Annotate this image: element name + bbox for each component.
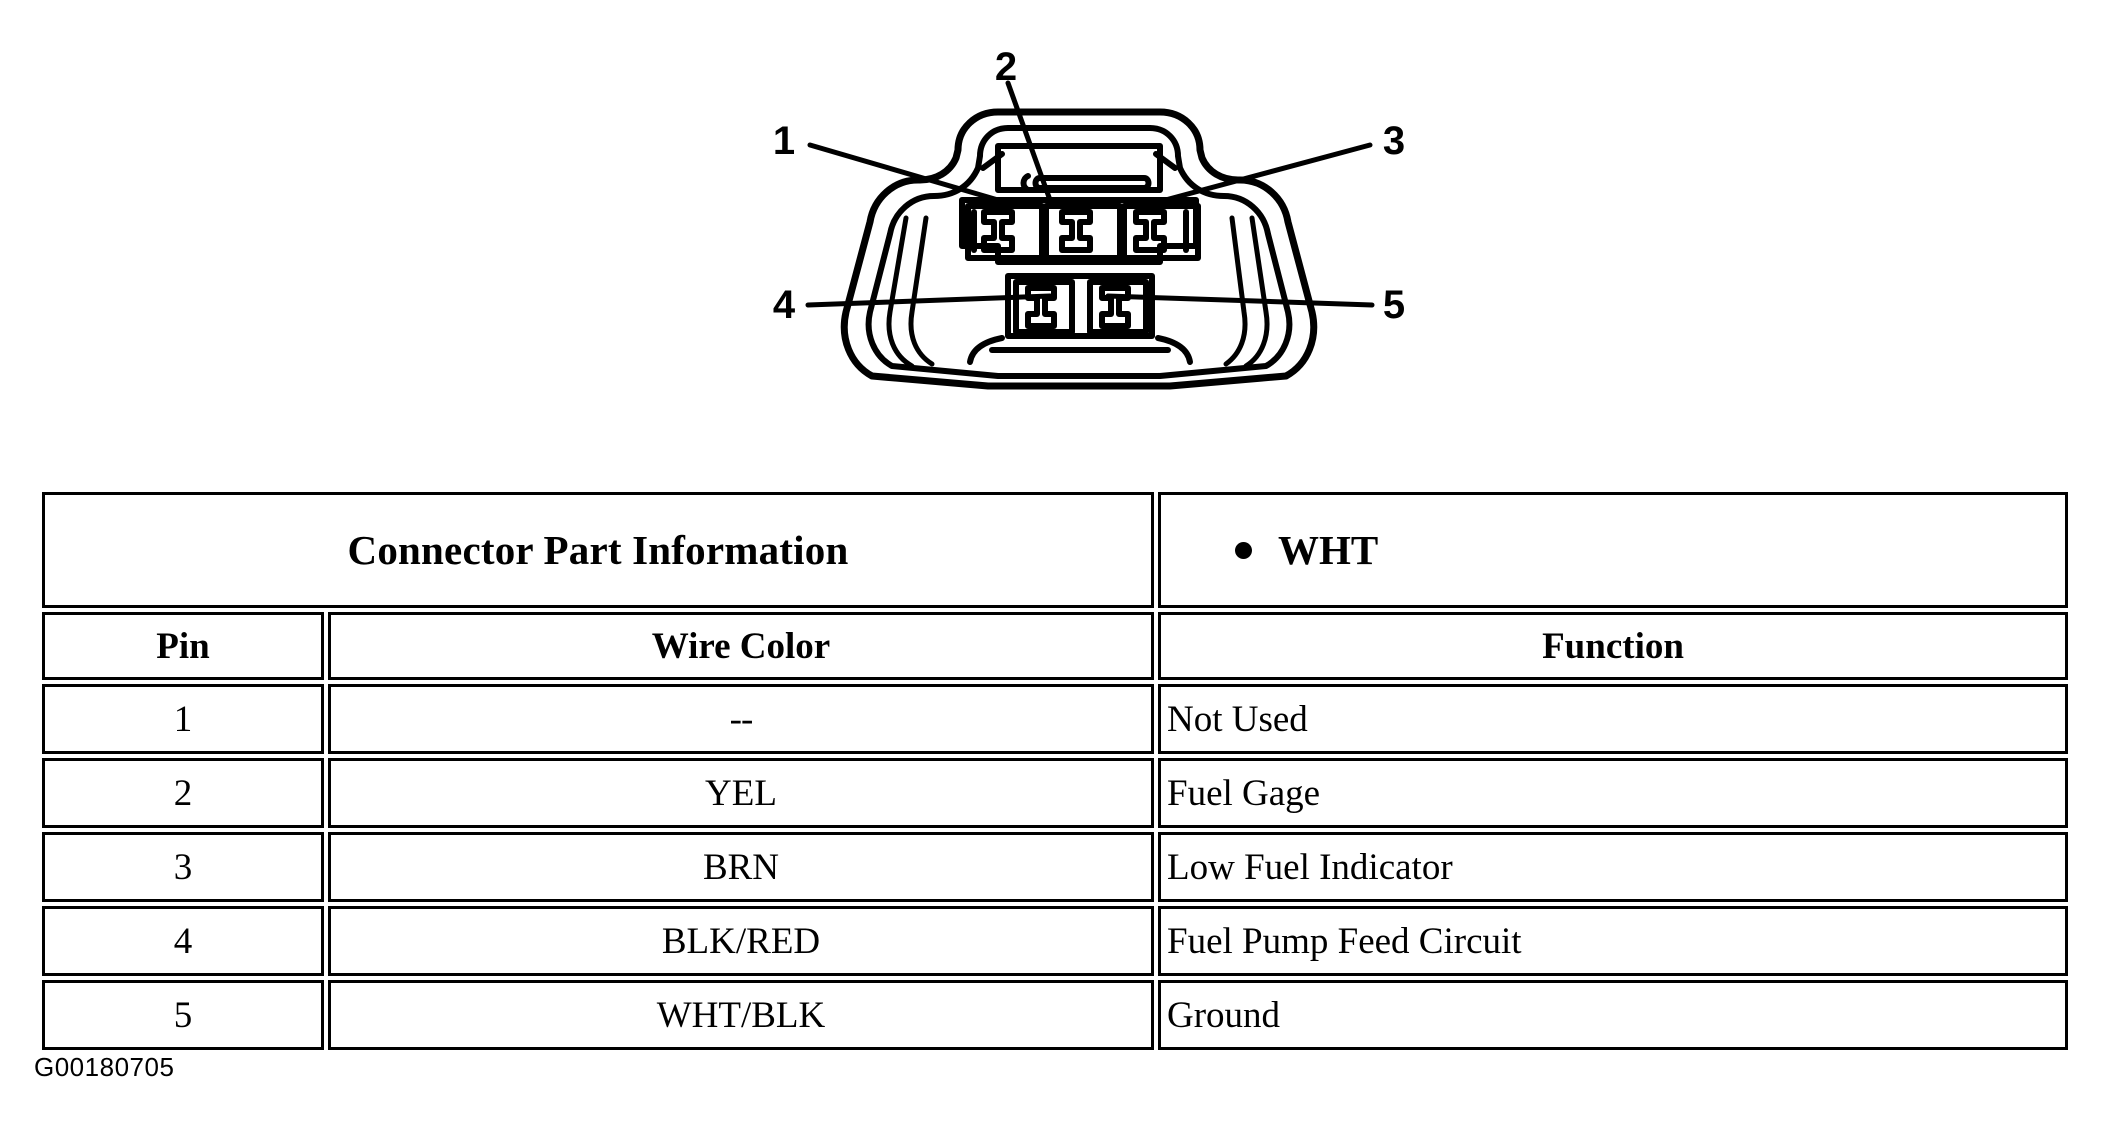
latch-tab-step-left <box>980 151 1005 171</box>
cell-pin: 4 <box>42 906 324 976</box>
cell-wire-color: BRN <box>328 832 1154 902</box>
column-header-function: Function <box>1542 625 1684 667</box>
bullet-icon <box>1235 541 1252 559</box>
lower-terminal-block <box>1005 273 1155 339</box>
connector-color-cell: WHT <box>1158 492 2068 608</box>
keyway-nub <box>1020 173 1031 193</box>
shell-draft-lines <box>886 215 1270 369</box>
value-pin: 5 <box>173 994 193 1036</box>
value-function: Ground <box>1167 994 1281 1036</box>
cell-wire-color: WHT/BLK <box>328 980 1154 1050</box>
value-wire-color: YEL <box>705 772 777 814</box>
latch-tab-step-right <box>1153 151 1178 171</box>
value-function: Low Fuel Indicator <box>1167 846 1453 888</box>
table-row: 3 BRN Low Fuel Indicator <box>42 832 2068 902</box>
value-pin: 3 <box>173 846 193 888</box>
table-title-row: Connector Part Information WHT <box>42 492 2068 608</box>
keyway-slot <box>1032 175 1152 191</box>
value-pin: 1 <box>173 698 193 740</box>
value-wire-color: WHT/BLK <box>656 994 826 1036</box>
leader-line-2 <box>1005 80 1053 203</box>
bottom-skirt-contours <box>967 335 1193 365</box>
cell-pin: 3 <box>42 832 324 902</box>
terminal-cavity-2 <box>1043 203 1123 261</box>
latch-tab-outline <box>995 143 1163 193</box>
table-row: 2 YEL Fuel Gage <box>42 758 2068 828</box>
cell-function: Low Fuel Indicator <box>1158 832 2068 902</box>
leader-line-1 <box>807 142 1001 203</box>
terminal-cavity-5 <box>1087 279 1149 335</box>
value-pin: 2 <box>173 772 193 814</box>
cell-function: Fuel Gage <box>1158 758 2068 828</box>
cell-function: Fuel Pump Feed Circuit <box>1158 906 2068 976</box>
figure-id-label: G00180705 <box>34 1052 175 1082</box>
callout-leader-lines <box>805 80 1375 308</box>
connector-illustration: 1 2 3 4 5 <box>740 50 1440 450</box>
terminal-contact-2 <box>1059 209 1093 253</box>
connector-inner-wall <box>865 125 1293 379</box>
column-header-pin-cell: Pin <box>42 612 324 680</box>
terminal-contact-3 <box>1133 209 1167 253</box>
connector-color-label: WHT <box>1278 527 1379 573</box>
value-function: Fuel Pump Feed Circuit <box>1167 920 1522 962</box>
callout-number-2: 2 <box>995 50 1017 89</box>
callout-number-4: 4 <box>773 283 796 327</box>
terminal-cavity-1 <box>965 203 1045 261</box>
value-wire-color: BLK/RED <box>661 920 821 962</box>
value-function: Not Used <box>1167 698 1308 740</box>
callout-number-1: 1 <box>773 119 795 163</box>
value-function: Fuel Gage <box>1167 772 1321 814</box>
table-header-row: Pin Wire Color Function <box>42 612 2068 680</box>
table-row: 1 -- Not Used <box>42 684 2068 754</box>
table-row: 4 BLK/RED Fuel Pump Feed Circuit <box>42 906 2068 976</box>
terminal-contact-5 <box>1099 285 1131 329</box>
connector-part-information-cell: Connector Part Information <box>42 492 1154 608</box>
cell-wire-color: -- <box>328 684 1154 754</box>
column-header-wire-color-cell: Wire Color <box>328 612 1154 680</box>
column-header-function-cell: Function <box>1158 612 2068 680</box>
cell-function: Not Used <box>1158 684 2068 754</box>
terminal-cavity-4 <box>1013 279 1075 335</box>
connector-part-information-title: Connector Part Information <box>347 527 849 573</box>
cell-pin: 2 <box>42 758 324 828</box>
callout-number-3: 3 <box>1383 119 1405 163</box>
connector-pin-table: Connector Part Information WHT Pin Wire … <box>42 492 2068 1054</box>
cell-function: Ground <box>1158 980 2068 1050</box>
column-header-pin: Pin <box>156 625 210 667</box>
cell-wire-color: YEL <box>328 758 1154 828</box>
connector-outer-shell <box>840 108 1318 390</box>
value-wire-color: -- <box>729 698 754 740</box>
column-header-wire-color: Wire Color <box>651 625 831 667</box>
cell-wire-color: BLK/RED <box>328 906 1154 976</box>
cell-pin: 5 <box>42 980 324 1050</box>
terminal-contact-4 <box>1025 285 1057 329</box>
value-pin: 4 <box>173 920 193 962</box>
terminal-contact-1 <box>981 209 1015 253</box>
callout-number-5: 5 <box>1383 283 1405 327</box>
cell-pin: 1 <box>42 684 324 754</box>
table-row: 5 WHT/BLK Ground <box>42 980 2068 1050</box>
connector-color-item: WHT <box>1235 526 1378 574</box>
terminal-cavity-3 <box>1121 203 1201 261</box>
leader-line-3 <box>1155 142 1373 205</box>
value-wire-color: BRN <box>702 846 780 888</box>
